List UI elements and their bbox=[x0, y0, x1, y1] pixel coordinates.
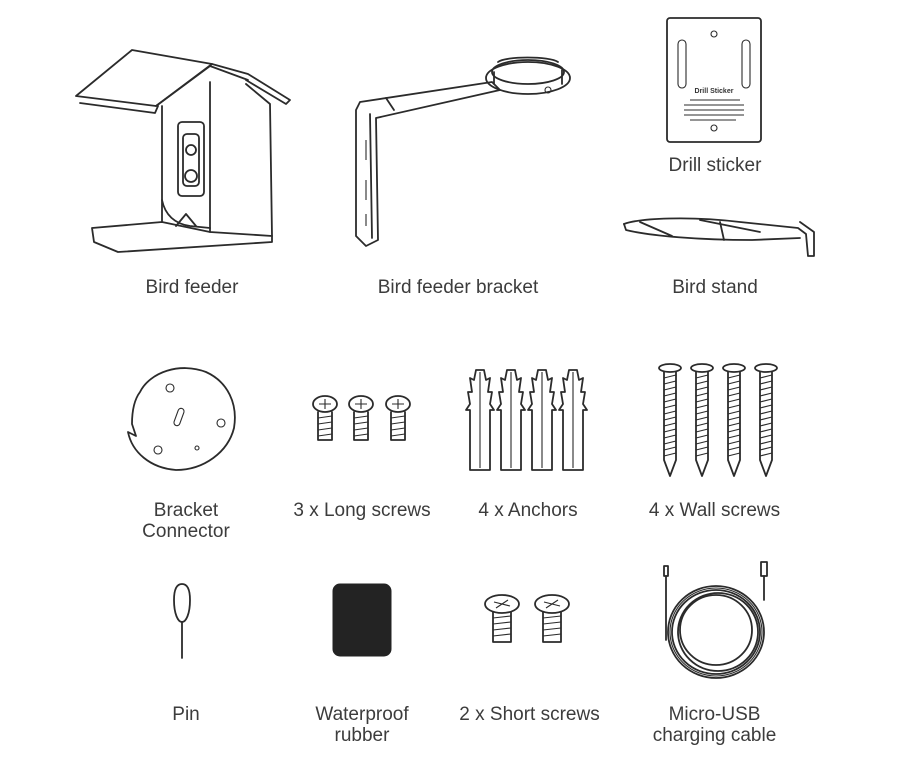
drill-sticker-title: Drill Sticker bbox=[694, 88, 734, 95]
pin-label: Pin bbox=[172, 704, 200, 725]
waterproof-rubber-label-line2: rubber bbox=[334, 725, 390, 746]
bracket-connector-label-line1: Bracket bbox=[153, 500, 219, 521]
usb-cable-label-line1: Micro-USB bbox=[668, 704, 761, 725]
bird-feeder-bracket-label: Bird feeder bracket bbox=[377, 277, 539, 298]
wall-screws-label: 4 x Wall screws bbox=[648, 500, 781, 521]
waterproof-rubber-label-line1: Waterproof bbox=[315, 704, 409, 725]
anchors-label: 4 x Anchors bbox=[478, 500, 578, 521]
drill-sticker-label: Drill sticker bbox=[668, 155, 762, 176]
bird-feeder-label: Bird feeder bbox=[145, 277, 239, 298]
short-screws-label: 2 x Short screws bbox=[459, 704, 600, 725]
usb-cable-label-line2: charging cable bbox=[652, 725, 777, 746]
long-screws-label: 3 x Long screws bbox=[293, 500, 431, 521]
bracket-connector-label-line2: Connector bbox=[142, 521, 230, 542]
bird-stand-label: Bird stand bbox=[672, 277, 758, 298]
